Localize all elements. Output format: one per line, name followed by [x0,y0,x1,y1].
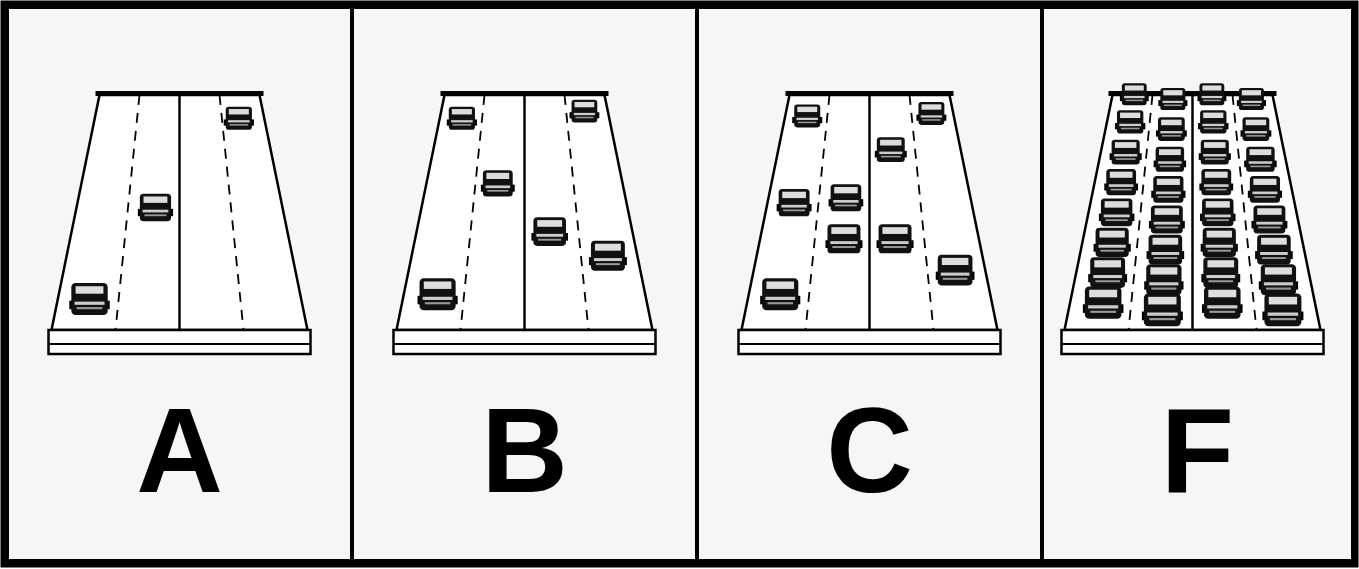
service-level-letter: A [9,390,350,510]
car [1201,228,1238,257]
panel-ground [695,5,1044,563]
service-level-letter: F [1044,390,1351,510]
car [1154,147,1186,172]
car [1158,88,1187,110]
car [1144,264,1183,295]
car [1149,205,1185,233]
car [1248,176,1282,203]
car [531,217,568,246]
service-level-letter: B [354,390,695,510]
lane-line [220,95,244,330]
car [69,283,109,315]
car [916,102,946,125]
car [1202,287,1243,319]
road-base-line [49,343,311,345]
outer-frame [3,3,1356,565]
car [936,255,975,286]
car [1094,228,1131,257]
car [1241,117,1272,141]
car [1262,294,1303,327]
car [825,224,862,253]
car [875,137,907,162]
service-level-letter: C [699,390,1040,510]
road-base [739,330,1001,354]
highway-scene [394,91,656,354]
car [1156,117,1187,141]
road-surface [52,95,308,330]
car [1151,176,1185,203]
level-panel: B [350,5,699,563]
car [792,104,822,127]
road-base [394,330,656,354]
panel-ground [5,5,354,563]
car [418,278,458,310]
car [138,194,173,222]
road-surface [397,95,653,330]
road-base-line [394,343,656,345]
car [1083,287,1124,319]
lane-line [565,95,589,330]
level-panel: F [1040,5,1355,563]
car [1147,235,1185,265]
car [481,170,515,196]
car [447,107,477,130]
highway-scene [1062,83,1324,354]
car [777,189,812,216]
car [1244,147,1276,172]
panel-ground [1040,5,1355,563]
car [877,224,914,253]
car [1201,257,1240,288]
lane-line [1191,95,1194,330]
car [1199,140,1231,165]
car [1088,257,1127,288]
car [1199,169,1233,195]
car [1251,205,1287,233]
lane-line [868,95,871,330]
lane-line [116,95,140,330]
level-panel: A [5,5,354,563]
lane-line [910,95,934,330]
car [589,241,627,271]
car [1197,83,1226,105]
panel-ground [350,5,699,563]
lane-line [178,95,181,330]
car [1110,140,1142,165]
car [1255,235,1293,265]
road-base [49,330,311,354]
lane-line [523,95,526,330]
car [1237,88,1266,110]
car [1142,294,1183,327]
car [1104,169,1138,195]
highway-scene [49,91,311,354]
car [1115,110,1145,133]
car [1259,264,1298,295]
car [1200,198,1235,226]
car [760,278,800,310]
road-base-line [739,343,1001,345]
road-surface [1065,95,1321,330]
highway-scene [739,91,1001,354]
car [1198,110,1228,133]
car [224,107,254,130]
car [1099,198,1134,226]
road-base-line [1062,343,1324,345]
car [1120,83,1149,105]
level-panel: C [695,5,1044,563]
road-base [1062,330,1324,354]
lane-line [461,95,485,330]
car [570,100,600,123]
road-surface [742,95,998,330]
car [829,184,864,211]
